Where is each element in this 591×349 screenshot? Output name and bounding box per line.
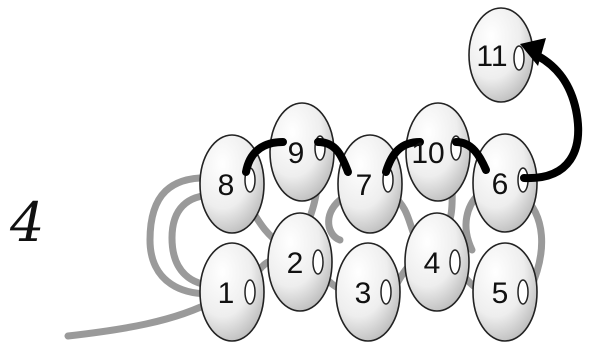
bead-5-label: 5: [492, 277, 509, 310]
bead-7-label: 7: [356, 169, 373, 202]
thread-3-to-7: [329, 200, 340, 240]
bead-2-label: 2: [287, 247, 304, 280]
thread-tail: [68, 300, 215, 336]
bead-4-hole: [450, 250, 460, 274]
bead-1-label: 1: [218, 277, 235, 310]
bead-2-hole: [313, 250, 323, 274]
bead-8-label: 8: [218, 169, 235, 202]
bead-5-hole: [518, 280, 528, 304]
bead-3-hole: [381, 280, 391, 304]
bead-6-label: 6: [492, 168, 509, 201]
bead-11-hole: [514, 46, 524, 70]
bead-9-label: 9: [288, 137, 305, 170]
bead-10-label: 10: [411, 137, 444, 170]
bead-11-label: 11: [476, 40, 507, 73]
bead-1-hole: [245, 280, 255, 304]
bead-4-label: 4: [424, 247, 441, 280]
bead-3-label: 3: [355, 277, 372, 310]
